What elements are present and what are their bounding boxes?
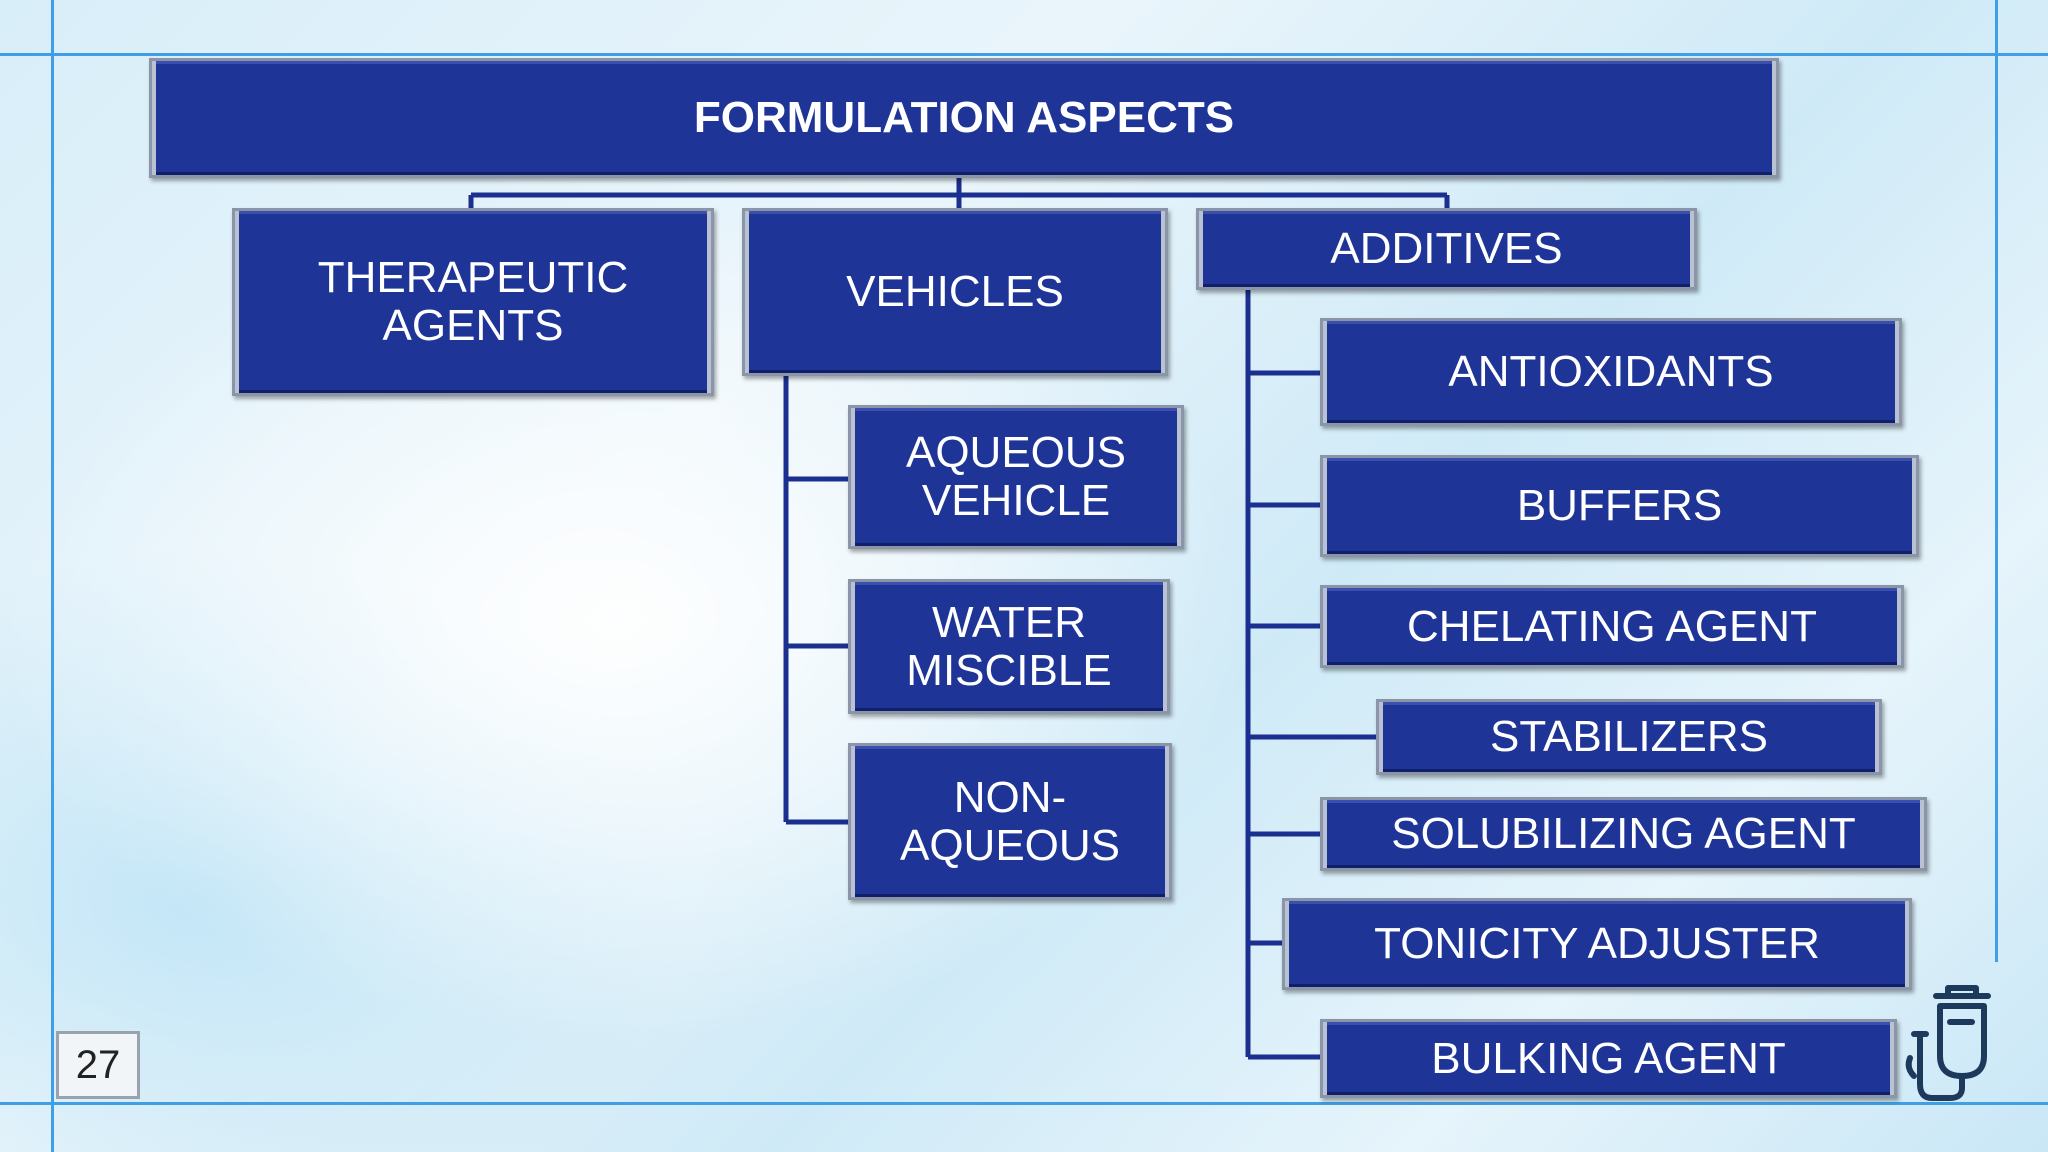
iv-drip-icon bbox=[1905, 985, 1991, 1101]
node-label: SOLUBILIZING AGENT bbox=[1391, 809, 1856, 859]
node-aqueous-vehicle: AQUEOUS VEHICLE bbox=[848, 405, 1184, 549]
node-bulking-agent: BULKING AGENT bbox=[1320, 1019, 1897, 1098]
frame-line-right bbox=[1995, 0, 1998, 962]
node-additives: ADDITIVES bbox=[1196, 208, 1697, 290]
node-label: BUFFERS bbox=[1516, 481, 1723, 531]
node-stabilizers: STABILIZERS bbox=[1376, 699, 1882, 775]
node-formulation-aspects: FORMULATION ASPECTS bbox=[149, 58, 1779, 178]
node-chelating-agent: CHELATING AGENT bbox=[1320, 585, 1904, 668]
node-solubilizing-agent: SOLUBILIZING AGENT bbox=[1320, 797, 1927, 871]
node-buffers: BUFFERS bbox=[1320, 455, 1919, 557]
node-label: NON- AQUEOUS bbox=[899, 772, 1121, 870]
node-water-miscible: WATER MISCIBLE bbox=[848, 579, 1170, 714]
node-therapeutic-agents: THERAPEUTIC AGENTS bbox=[232, 208, 714, 396]
node-label: VEHICLES bbox=[846, 267, 1064, 317]
node-tonicity-adjuster: TONICITY ADJUSTER bbox=[1282, 898, 1912, 990]
node-label: FORMULATION ASPECTS bbox=[693, 93, 1235, 143]
node-label: CHELATING AGENT bbox=[1407, 601, 1817, 651]
slide-number-label: 27 bbox=[75, 1042, 121, 1087]
frame-line-bottom bbox=[0, 1102, 2048, 1105]
node-vehicles: VEHICLES bbox=[742, 208, 1168, 376]
node-label: WATER MISCIBLE bbox=[906, 597, 1112, 695]
node-non-aqueous: NON- AQUEOUS bbox=[848, 743, 1172, 900]
node-label: ANTIOXIDANTS bbox=[1448, 347, 1774, 397]
node-label: TONICITY ADJUSTER bbox=[1374, 919, 1820, 969]
frame-line-top bbox=[0, 53, 2048, 56]
node-label: ADDITIVES bbox=[1330, 224, 1563, 274]
slide-number: 27 bbox=[56, 1031, 140, 1099]
node-label: STABILIZERS bbox=[1490, 712, 1768, 762]
node-label: THERAPEUTIC AGENTS bbox=[317, 253, 629, 350]
node-label: BULKING AGENT bbox=[1431, 1033, 1786, 1083]
frame-line-left bbox=[51, 0, 54, 1152]
node-label: AQUEOUS VEHICLE bbox=[905, 428, 1127, 525]
node-antioxidants: ANTIOXIDANTS bbox=[1320, 318, 1902, 426]
